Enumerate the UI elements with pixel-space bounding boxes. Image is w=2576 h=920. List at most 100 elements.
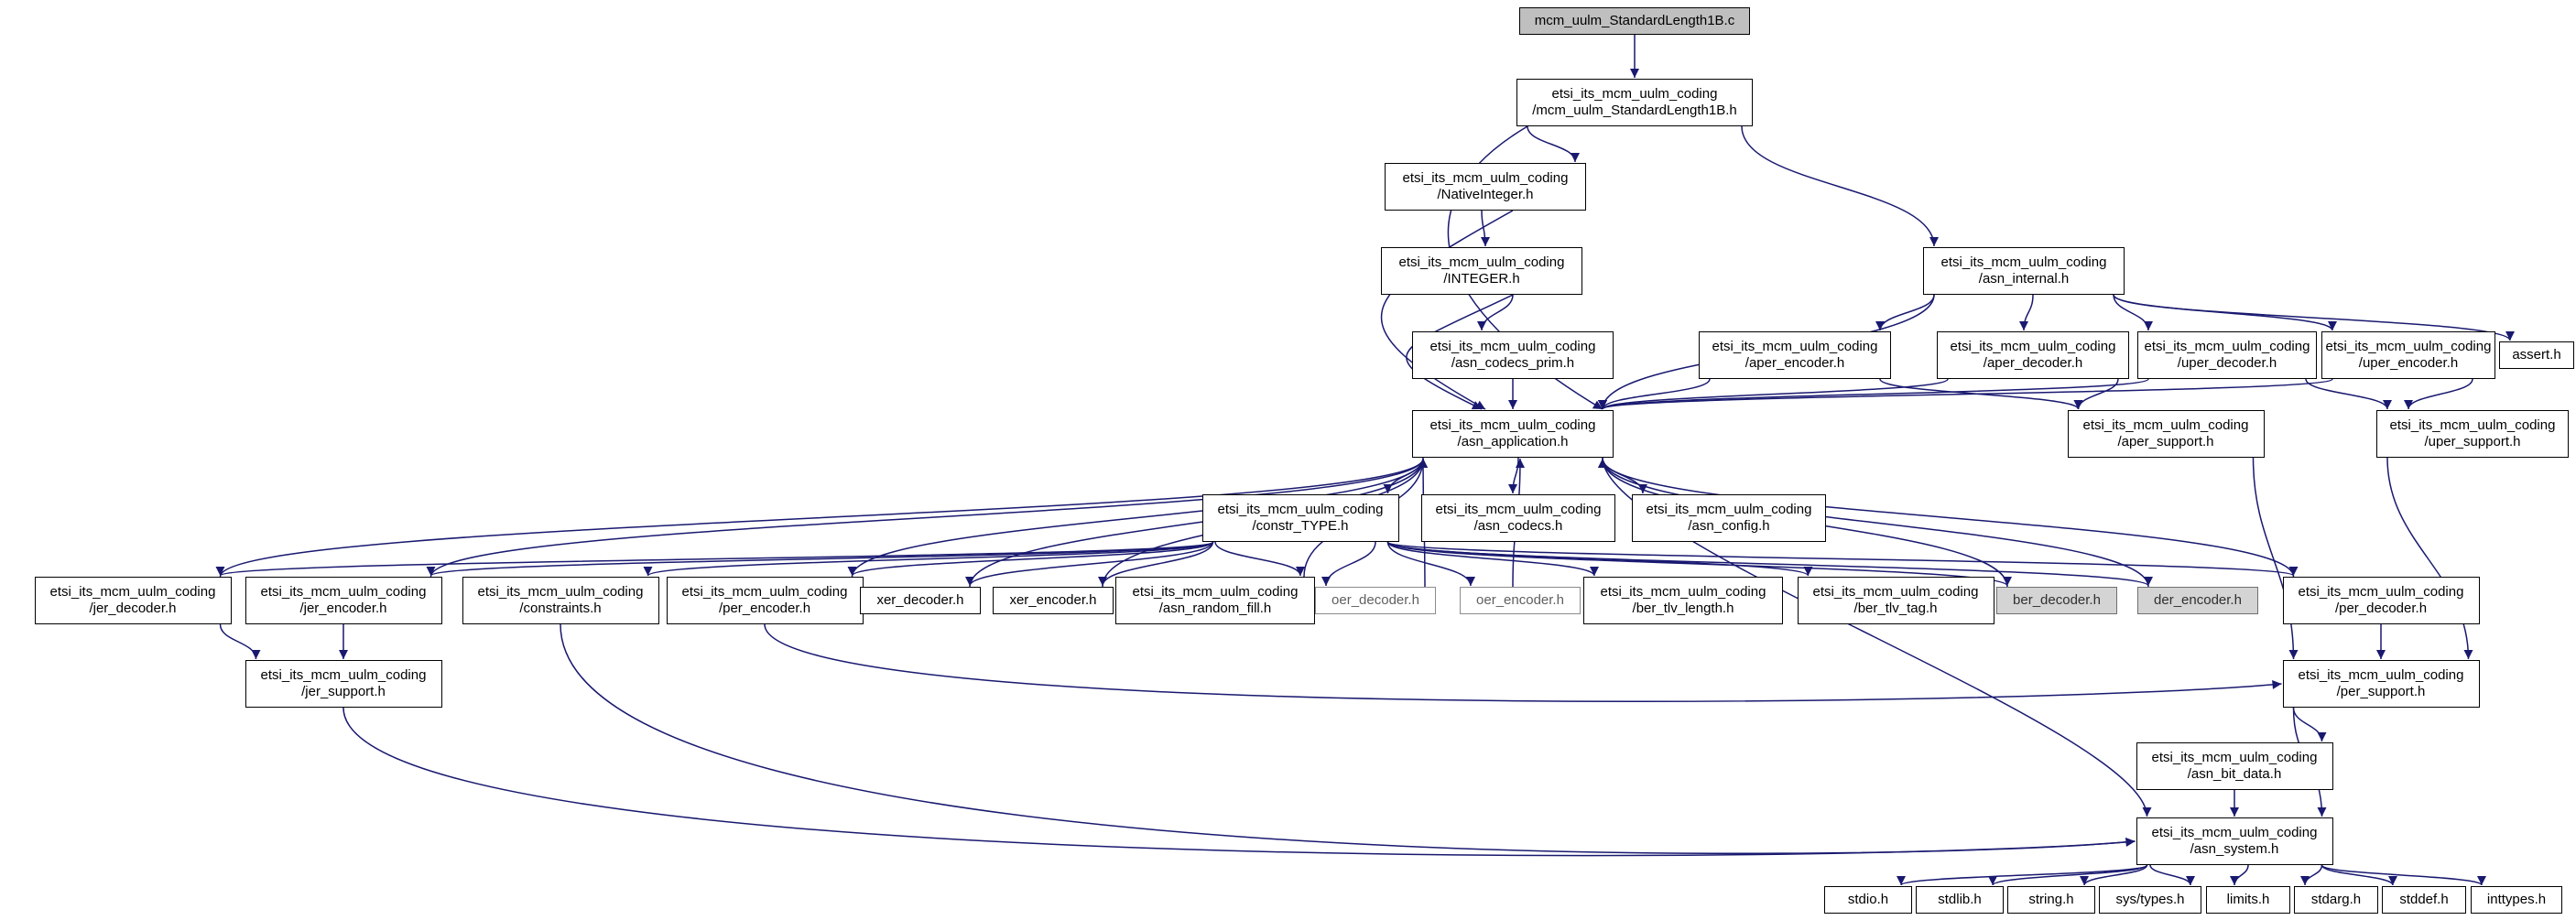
graph-node-integer[interactable]: etsi_its_mcm_uulm_coding/INTEGER.h	[1381, 247, 1582, 295]
graph-node-per_dec[interactable]: etsi_its_mcm_uulm_coding/per_decoder.h	[2282, 577, 2480, 624]
graph-node-aper_enc[interactable]: etsi_its_mcm_uulm_coding/aper_encoder.h	[1699, 331, 1891, 379]
edge-system-to-inttypes	[2321, 864, 2486, 886]
graph-node-jer_enc[interactable]: etsi_its_mcm_uulm_coding/jer_encoder.h	[245, 577, 442, 624]
graph-node-label: /asn_config.h	[1688, 518, 1770, 534]
edge-uper_dec-to-app	[1598, 378, 2149, 410]
graph-node-label: etsi_its_mcm_uulm_coding	[49, 584, 216, 600]
edge-integer-to-codecs_prim	[1477, 294, 1514, 331]
graph-node-label: /asn_random_fill.h	[1158, 601, 1272, 616]
edge-internal-to-aper_enc	[1875, 294, 1935, 331]
graph-node-label: etsi_its_mcm_uulm_coding	[1712, 339, 1878, 354]
graph-node-ber_dec: ber_decoder.h	[1996, 587, 2117, 614]
edge-xer_dec-to-app	[969, 458, 1428, 588]
edge-system-to-stdarg	[2300, 864, 2323, 886]
graph-node-label: /uper_decoder.h	[2177, 355, 2277, 371]
graph-node-config[interactable]: etsi_its_mcm_uulm_coding/asn_config.h	[1632, 494, 1826, 542]
graph-node-label: etsi_its_mcm_uulm_coding	[1435, 502, 1602, 517]
graph-node-internal[interactable]: etsi_its_mcm_uulm_coding/asn_internal.h	[1923, 247, 2125, 295]
graph-node-per_enc[interactable]: etsi_its_mcm_uulm_coding/per_encoder.h	[666, 577, 864, 624]
graph-node-label: /ber_tlv_length.h	[1632, 601, 1734, 616]
edge-system-to-string	[2080, 864, 2148, 886]
graph-node-constr[interactable]: etsi_its_mcm_uulm_coding/constr_TYPE.h	[1201, 494, 1399, 542]
graph-node-sys_types: sys/types.h	[2099, 886, 2201, 914]
graph-node-label: limits.h	[2226, 892, 2270, 907]
graph-node-label: etsi_its_mcm_uulm_coding	[2298, 667, 2464, 683]
graph-node-label: /constraints.h	[519, 601, 602, 616]
graph-node-assert_h: assert.h	[2499, 341, 2574, 369]
edge-constr-to-xer_enc	[1098, 541, 1214, 587]
graph-node-label: etsi_its_mcm_uulm_coding	[2298, 584, 2464, 600]
graph-node-label: oer_encoder.h	[1476, 592, 1564, 608]
graph-node-label: ber_decoder.h	[2013, 592, 2101, 608]
graph-node-label: etsi_its_mcm_uulm_coding	[681, 584, 848, 600]
edge-per_enc-to-per_sup	[764, 623, 2282, 702]
graph-node-app[interactable]: etsi_its_mcm_uulm_coding/asn_application…	[1412, 410, 1614, 458]
graph-node-label: /per_support.h	[2336, 684, 2426, 699]
edge-constr-to-per_enc	[847, 541, 1214, 577]
edge-constr-to-oer_dec	[1321, 541, 1376, 587]
edge-aper_dec-to-aper_sup	[2073, 378, 2119, 410]
graph-node-label: etsi_its_mcm_uulm_coding	[2151, 825, 2318, 840]
edge-native-to-integer	[1480, 210, 1490, 247]
graph-node-random_fill[interactable]: etsi_its_mcm_uulm_coding/asn_random_fill…	[1115, 577, 1315, 624]
graph-node-codecs[interactable]: etsi_its_mcm_uulm_coding/asn_codecs.h	[1421, 494, 1615, 542]
graph-node-uper_enc[interactable]: etsi_its_mcm_uulm_coding/uper_encoder.h	[2321, 331, 2495, 379]
graph-node-aper_dec[interactable]: etsi_its_mcm_uulm_coding/aper_decoder.h	[1937, 331, 2129, 379]
graph-node-ber_len[interactable]: etsi_its_mcm_uulm_coding/ber_tlv_length.…	[1583, 577, 1783, 624]
graph-node-bit_data[interactable]: etsi_its_mcm_uulm_coding/asn_bit_data.h	[2136, 742, 2333, 790]
edge-system-to-stdio	[1897, 864, 2148, 886]
graph-node-system[interactable]: etsi_its_mcm_uulm_coding/asn_system.h	[2136, 817, 2333, 865]
edge-per_dec-to-app	[1598, 458, 2295, 578]
edge-per_sup-to-bit_data	[2292, 707, 2327, 742]
graph-node-label: inttypes.h	[2486, 892, 2547, 907]
graph-node-label: etsi_its_mcm_uulm_coding	[477, 584, 644, 600]
graph-node-label: etsi_its_mcm_uulm_coding	[2082, 417, 2249, 433]
graph-node-uper_sup[interactable]: etsi_its_mcm_uulm_coding/uper_support.h	[2376, 410, 2569, 458]
graph-node-label: etsi_its_mcm_uulm_coding	[1429, 339, 1596, 354]
graph-node-c_file: mcm_uulm_StandardLength1B.c	[1519, 7, 1750, 35]
graph-node-aper_sup[interactable]: etsi_its_mcm_uulm_coding/aper_support.h	[2067, 410, 2265, 458]
graph-node-label: etsi_its_mcm_uulm_coding	[1132, 584, 1299, 600]
graph-node-per_sup[interactable]: etsi_its_mcm_uulm_coding/per_support.h	[2282, 660, 2480, 708]
edge-jer_enc-to-app	[429, 458, 1428, 578]
edge-system-to-stdlib	[1988, 864, 2148, 886]
edge-jer_sup-to-system	[342, 707, 2136, 857]
graph-node-label: /uper_encoder.h	[2358, 355, 2459, 371]
edge-internal-to-aper_dec	[2019, 294, 2034, 331]
edge-h_file-to-internal	[1741, 125, 1939, 247]
graph-node-label: /aper_decoder.h	[1983, 355, 2083, 371]
graph-node-xer_enc: xer_encoder.h	[993, 587, 1114, 614]
graph-node-jer_dec[interactable]: etsi_its_mcm_uulm_coding/jer_decoder.h	[34, 577, 232, 624]
graph-node-string: string.h	[2007, 886, 2095, 914]
graph-node-label: xer_encoder.h	[1009, 592, 1097, 608]
graph-node-label: /mcm_uulm_StandardLength1B.h	[1532, 103, 1737, 118]
graph-node-label: etsi_its_mcm_uulm_coding	[2325, 339, 2492, 354]
graph-node-label: /asn_application.h	[1457, 434, 1569, 449]
edge-uper_sup-to-per_sup	[2386, 457, 2473, 660]
edge-internal-to-uper_dec	[2113, 294, 2153, 331]
graph-node-oer_dec: oer_decoder.h	[1315, 587, 1436, 614]
graph-node-label: string.h	[2028, 892, 2074, 907]
graph-node-label: etsi_its_mcm_uulm_coding	[2151, 750, 2318, 765]
graph-node-h_file[interactable]: etsi_its_mcm_uulm_coding/mcm_uulm_Standa…	[1516, 79, 1753, 126]
edge-uper_enc-to-uper_sup	[2404, 378, 2473, 410]
graph-node-label: /aper_encoder.h	[1745, 355, 1845, 371]
edge-constr-to-constraints	[643, 541, 1214, 577]
edge-constr-to-jer_enc	[426, 541, 1214, 577]
graph-node-uper_dec[interactable]: etsi_its_mcm_uulm_coding/uper_decoder.h	[2137, 331, 2317, 379]
graph-node-label: mcm_uulm_StandardLength1B.c	[1534, 13, 1735, 28]
graph-node-label: /jer_encoder.h	[299, 601, 387, 616]
graph-node-label: etsi_its_mcm_uulm_coding	[1600, 584, 1766, 600]
graph-node-native[interactable]: etsi_its_mcm_uulm_coding/NativeInteger.h	[1385, 163, 1586, 211]
graph-node-xer_dec: xer_decoder.h	[860, 587, 981, 614]
graph-node-ber_tag[interactable]: etsi_its_mcm_uulm_coding/ber_tlv_tag.h	[1797, 577, 1994, 624]
graph-node-constraints[interactable]: etsi_its_mcm_uulm_coding/constraints.h	[462, 577, 659, 624]
graph-node-jer_sup[interactable]: etsi_its_mcm_uulm_coding/jer_support.h	[245, 660, 442, 708]
graph-node-label: etsi_its_mcm_uulm_coding	[1812, 584, 1979, 600]
edge-aper_sup-to-per_sup	[2252, 457, 2299, 660]
graph-node-label: der_encoder.h	[2154, 592, 2242, 608]
edge-constr-to-oer_enc	[1386, 541, 1475, 587]
graph-node-label: /uper_support.h	[2424, 434, 2521, 449]
graph-node-codecs_prim[interactable]: etsi_its_mcm_uulm_coding/asn_codecs_prim…	[1412, 331, 1614, 379]
